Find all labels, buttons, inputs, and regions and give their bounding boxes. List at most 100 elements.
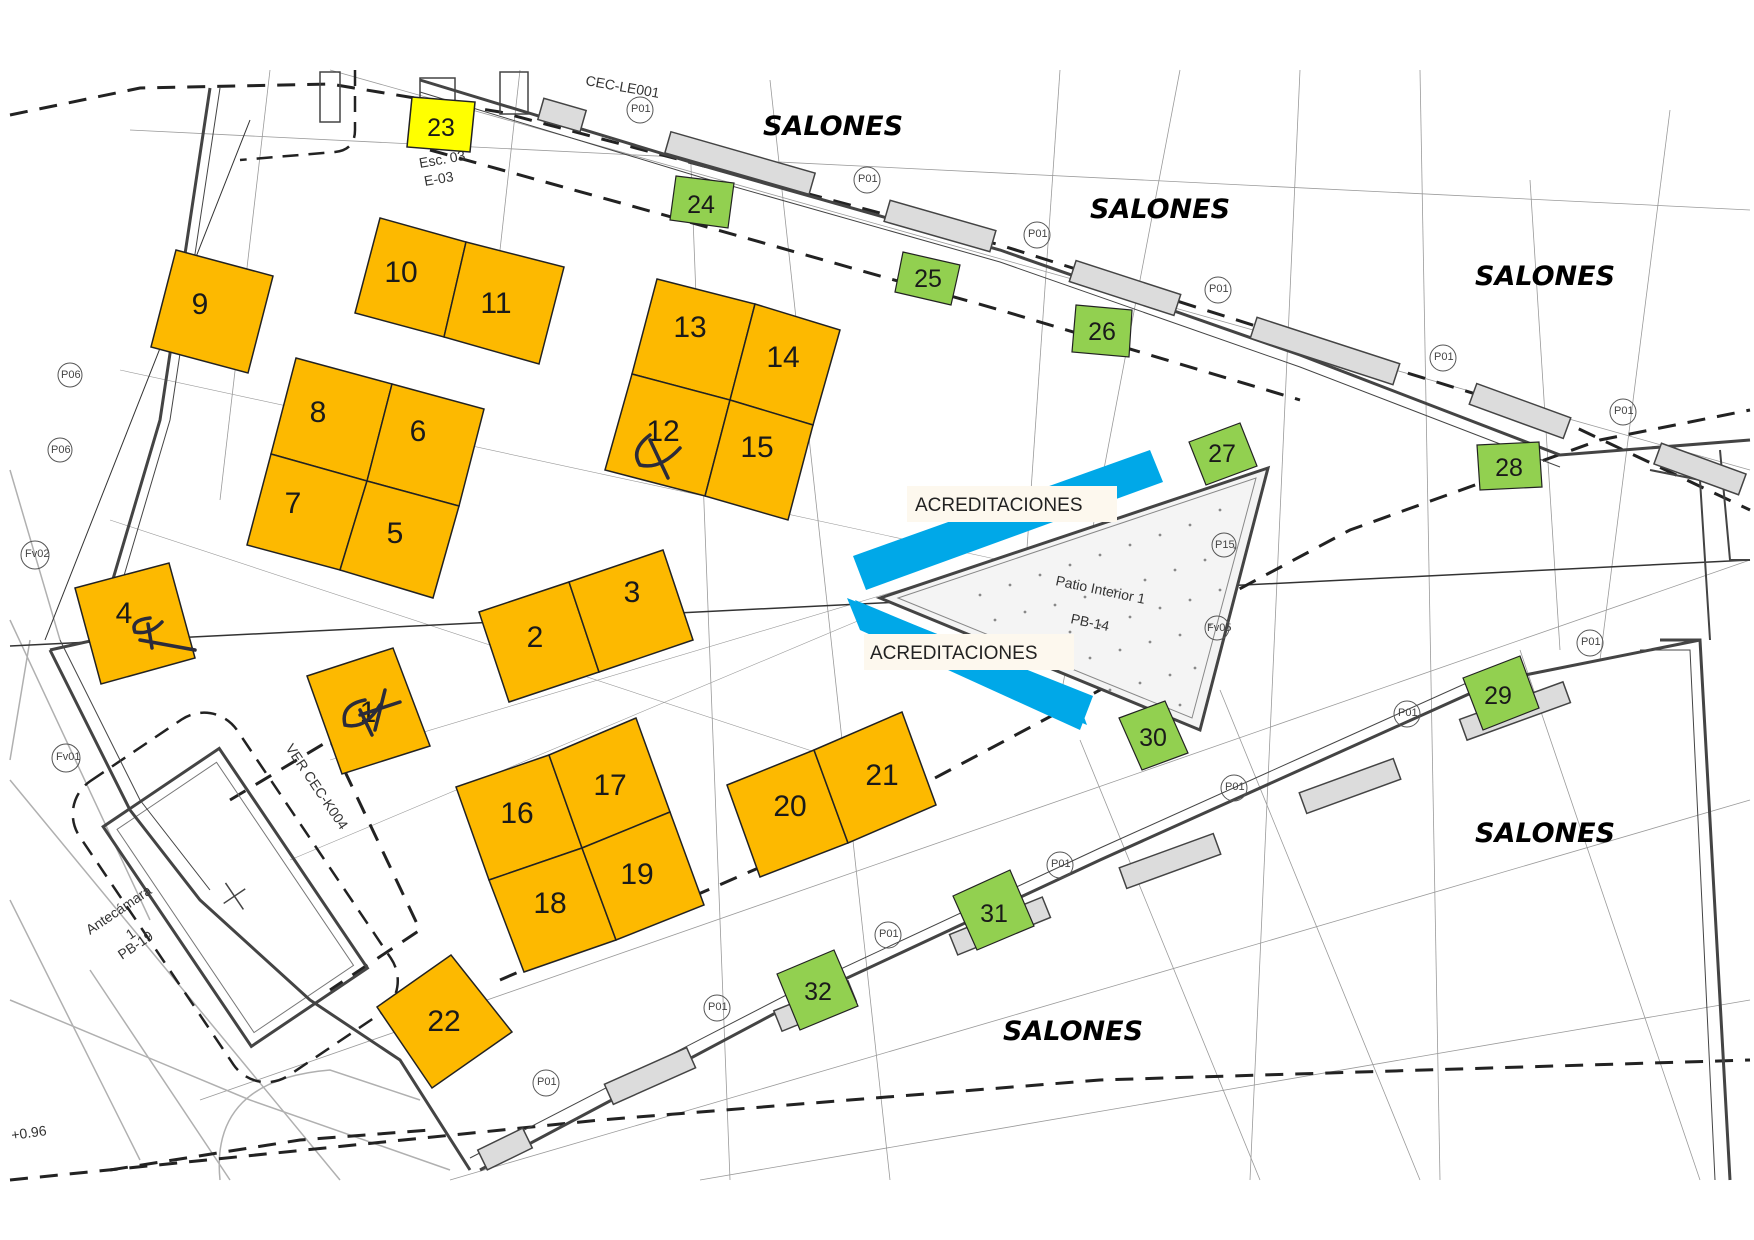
booth-group-16-19: 16 17 18 19 — [455, 716, 705, 973]
booth-group-30: 30 — [1118, 700, 1189, 771]
booth-15[interactable] — [704, 399, 814, 521]
booth-group-5-8: 8 6 7 5 — [246, 357, 485, 599]
booth-group-4: 4 — [74, 562, 197, 685]
booth-label: 22 — [427, 1005, 460, 1038]
door-tag: P01 — [1614, 405, 1634, 417]
booth-23[interactable] — [406, 96, 476, 153]
door-tag: P01 — [1434, 351, 1454, 363]
booth-32[interactable] — [776, 949, 859, 1031]
antecamara-dashed-outline — [71, 711, 400, 1084]
booth-group-1: 1 — [306, 647, 431, 775]
booth-label: 15 — [740, 431, 773, 464]
fv05-tag: Fv05 — [1207, 622, 1231, 634]
booth-11[interactable] — [443, 241, 565, 365]
door-tag: P01 — [1028, 228, 1048, 240]
booth-21[interactable] — [813, 710, 937, 845]
booth-29[interactable] — [1462, 655, 1540, 731]
accreditation-label-lower: ACREDITACIONES — [870, 643, 1038, 664]
booth-label: 2 — [527, 621, 544, 654]
booth-group-29: 29 — [1462, 655, 1540, 731]
booth-label: 23 — [427, 114, 455, 142]
booth-28[interactable] — [1476, 441, 1543, 491]
booth-label: 31 — [980, 900, 1008, 928]
booth-label: 11 — [480, 287, 511, 320]
door-tag-labels: P01 P01 P01 P01 P01 P01 P01 P01 P01 P01 … — [25, 103, 1634, 1088]
booth-24[interactable] — [669, 175, 735, 229]
booth-group-23: 23 — [406, 96, 476, 153]
booth-27[interactable] — [1188, 422, 1258, 486]
booth-26[interactable] — [1071, 304, 1133, 358]
salones-label-top: SALONES — [763, 111, 903, 142]
salones-label-right: SALONES — [1475, 261, 1615, 292]
booth-3[interactable] — [568, 549, 694, 673]
booth-label: 14 — [766, 341, 799, 374]
booth-group-22: 22 — [375, 953, 514, 1090]
stair-code: E-03 — [423, 168, 455, 189]
booth-1-strike-mark — [342, 688, 402, 737]
door-tag-p06: P06 — [61, 369, 81, 381]
booth-group-31: 31 — [952, 869, 1035, 951]
booth-label: 18 — [533, 887, 566, 920]
booth-group-25: 25 — [894, 251, 961, 306]
booth-label: 28 — [1495, 454, 1523, 482]
booth-4-strike-mark — [132, 616, 197, 652]
booth-label: 13 — [673, 311, 706, 344]
booth-31[interactable] — [952, 869, 1035, 951]
door-tags — [20, 96, 1637, 1097]
level-label: +0.96 — [10, 1122, 48, 1143]
booth-label: 29 — [1484, 682, 1512, 710]
cec-le-label: CEC-LE001 — [584, 72, 661, 101]
booth-label: 6 — [410, 415, 427, 448]
booth-label: 5 — [387, 517, 404, 550]
door-tag: P01 — [708, 1001, 728, 1013]
door-tag: P01 — [1225, 781, 1245, 793]
door-tag: P01 — [537, 1076, 557, 1088]
door-tag: P01 — [858, 173, 878, 185]
booth-label: 26 — [1088, 318, 1116, 346]
door-tag-p06: P06 — [51, 444, 71, 456]
plan-background-lines — [9, 69, 1751, 1181]
axis-line — [9, 559, 1751, 647]
corner-dashed — [239, 70, 357, 162]
booth-group-20-21: 20 21 — [726, 710, 937, 878]
axis-line-left — [44, 119, 251, 641]
booth-label: 27 — [1208, 440, 1236, 468]
booth-group-2-3: 2 3 — [478, 549, 694, 703]
booth-group-32: 32 — [776, 949, 859, 1031]
booth-label: 21 — [865, 759, 898, 792]
booth-label: 9 — [192, 288, 209, 321]
booth-12-strike-mark — [634, 433, 682, 480]
booth-22[interactable] — [375, 953, 514, 1090]
booth-label: 17 — [593, 769, 626, 802]
booth-group-24: 24 — [669, 175, 735, 229]
booth-group-26: 26 — [1071, 304, 1133, 358]
door-tag: P01 — [879, 928, 899, 940]
salones-label-top-right: SALONES — [1090, 194, 1230, 225]
accreditation-label-box-lower — [864, 634, 1074, 670]
booth-19[interactable] — [581, 811, 705, 941]
door-tag: P01 — [1398, 707, 1418, 719]
booth-group-27: 27 — [1188, 422, 1258, 486]
accreditation-label-upper: ACREDITACIONES — [915, 495, 1083, 516]
booth-label: 19 — [620, 858, 653, 891]
booth-group-28: 28 — [1476, 441, 1543, 491]
door-tag: P01 — [1581, 636, 1601, 648]
booth-label: 10 — [384, 256, 417, 289]
booth-label: 3 — [624, 576, 641, 609]
p15-tag: P15 — [1215, 539, 1235, 551]
booth-30[interactable] — [1118, 700, 1189, 771]
door-tag: P01 — [1209, 283, 1229, 295]
fv02-tag: Fv02 — [25, 548, 49, 560]
booth-9[interactable] — [150, 249, 274, 374]
salones-label-bottom-right: SALONES — [1475, 818, 1615, 849]
booth-label: 24 — [687, 191, 715, 219]
booth-label: 8 — [310, 396, 327, 429]
booth-25[interactable] — [894, 251, 961, 306]
booth-label: 32 — [804, 978, 832, 1006]
booth-label: 25 — [914, 265, 942, 293]
booth-group-10-11: 10 11 — [354, 217, 565, 365]
booth-5[interactable] — [339, 480, 460, 599]
salones-label-bottom: SALONES — [1003, 1016, 1143, 1047]
accreditation-label-box-upper — [907, 486, 1117, 522]
